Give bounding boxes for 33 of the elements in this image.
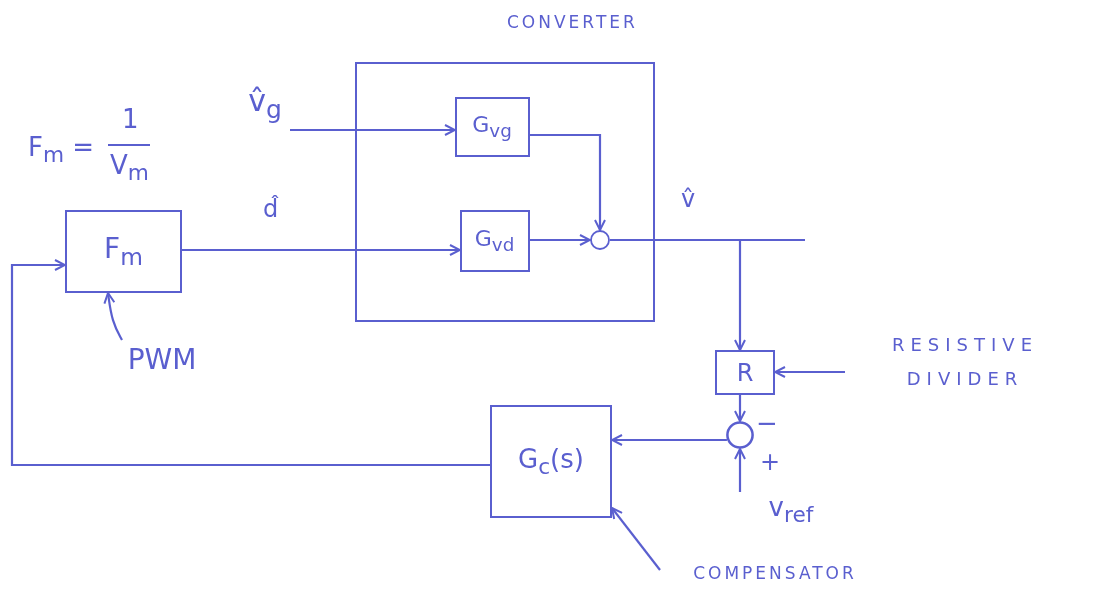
input-label: v̂$_{g}$ <box>240 72 290 134</box>
transfer-function-label: F$_{m}$ <box>104 232 143 271</box>
annotation-text: RESISTIVE DIVIDER <box>845 322 1085 402</box>
signal-arrow <box>734 448 746 492</box>
signal-arrow <box>611 434 727 446</box>
block-box <box>715 350 775 395</box>
block-box <box>454 96 530 157</box>
signal-arrow <box>734 395 746 422</box>
signal-arrow <box>530 133 606 231</box>
block-box <box>459 209 530 272</box>
signal-arrow <box>182 244 461 256</box>
transfer-function-label: G$_{c}$(s) <box>518 443 584 480</box>
formula-text: V$_{m}$ <box>110 150 149 186</box>
block-box <box>490 405 612 518</box>
signal-arrow <box>530 234 591 246</box>
annotation-text: COMPENSATOR <box>660 556 890 590</box>
signal-arrow <box>610 238 746 351</box>
input-label: PWM <box>112 340 212 378</box>
transfer-function-label: G$_{vg}$ <box>472 111 512 142</box>
signal-arrow <box>774 366 845 378</box>
signal-arrow <box>290 124 456 136</box>
transfer-function-label: G$_{vd}$ <box>474 225 515 256</box>
signal-arrow <box>10 259 490 467</box>
signal-arrow <box>611 507 661 571</box>
block-box <box>65 210 182 293</box>
block-heading: CONVERTER <box>507 12 638 32</box>
sign-label: − <box>756 408 778 438</box>
formula-text: F$_{m}$ = <box>28 132 95 168</box>
signal-arrow <box>103 292 123 341</box>
input-label: v$_{ref}$ <box>730 492 830 528</box>
sign-label: + <box>760 448 781 476</box>
transfer-function-label: R <box>736 358 754 387</box>
formula-text: 1 <box>122 104 139 134</box>
